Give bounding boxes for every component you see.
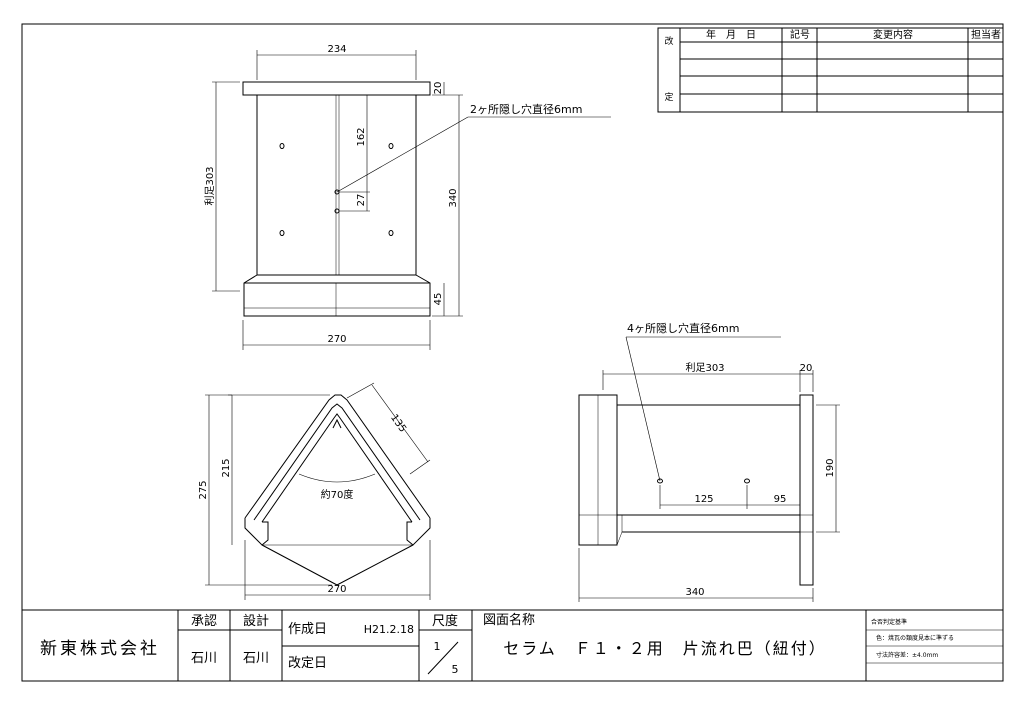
front-dim-162: 162 [356,127,367,146]
side-dim-top: 利足303 [685,362,724,374]
front-view: 234 270 利足303 340 20 45 162 27 2ヶ所隠 [204,44,611,350]
drawing-name: セラム Ｆ１・２用 片流れ巴（紐付） [503,639,827,658]
front-dim-left: 利足303 [204,166,216,205]
bottom-dim-215: 215 [221,458,232,477]
company-name: 新東株式会社 [40,639,160,659]
front-dim-flange-bottom: 45 [433,293,444,306]
bottom-dim-135: 135 [388,413,408,435]
side-dim-340: 340 [685,587,704,598]
side-dim-95: 95 [774,494,787,505]
front-dim-flange-top: 20 [433,82,444,95]
approve-value: 石川 [191,651,217,666]
side-dim-125: 125 [694,494,713,505]
design-value: 石川 [243,651,269,666]
revision-col-date: 年 月 日 [706,28,756,41]
side-dim-top-flange: 20 [800,363,813,374]
criteria-tolerance: 寸法許容差：±4.0mm [876,651,938,659]
bottom-angle: 約70度 [321,488,354,501]
front-hole-note: 2ヶ所隠し穴直径6mm [470,102,582,116]
scale-numerator: 1 [434,640,441,653]
design-label: 設計 [243,613,269,629]
drawing-name-label: 図面名称 [483,612,535,628]
title-block: 新東株式会社 承認 石川 設計 石川 作成日 H21.2.18 改定日 尺度 1… [22,609,1003,681]
side-dim-190: 190 [825,458,836,477]
hidden-hole-icon [334,208,340,214]
hidden-hole-icon [657,478,663,484]
created-value: H21.2.18 [364,623,414,636]
side-hole-note: 4ヶ所隠し穴直径6mm [627,321,739,335]
bottom-dim-275: 275 [198,480,209,499]
front-dim-top: 234 [327,44,346,55]
revised-label: 改定日 [288,656,327,671]
front-dim-right: 340 [448,188,459,207]
revision-col-change: 変更内容 [873,28,913,41]
criteria-color: 色：焼瓦の類度見本に準ずる [876,634,954,642]
scale-denominator: 5 [452,663,459,676]
hidden-hole-icon [744,478,750,484]
revision-side-label-bottom: 定 [664,91,673,103]
revision-side-label-top: 改 [664,35,673,47]
hidden-hole-icon [388,143,394,149]
revision-col-mark: 記号 [790,28,810,41]
side-view: 4ヶ所隠し穴直径6mm 利足303 20 190 125 95 340 [578,321,840,602]
revision-col-person: 担当者 [971,28,1001,41]
hidden-hole-icon [279,143,285,149]
criteria-title: 合否判定基準 [871,618,907,626]
hidden-hole-icon [279,230,285,236]
sheet-border [21,23,1004,682]
front-dim-27: 27 [356,194,367,207]
bottom-dim-270: 270 [327,584,346,595]
front-dim-bottom: 270 [327,334,346,345]
bottom-view: 約70度 135 215 275 270 [198,382,431,600]
scale-label: 尺度 [432,613,458,629]
revision-table: 改 定 年 月 日 記号 変更内容 担当者 [657,27,1004,113]
created-label: 作成日 [288,622,327,637]
hidden-hole-icon [388,230,394,236]
approve-label: 承認 [191,613,217,629]
